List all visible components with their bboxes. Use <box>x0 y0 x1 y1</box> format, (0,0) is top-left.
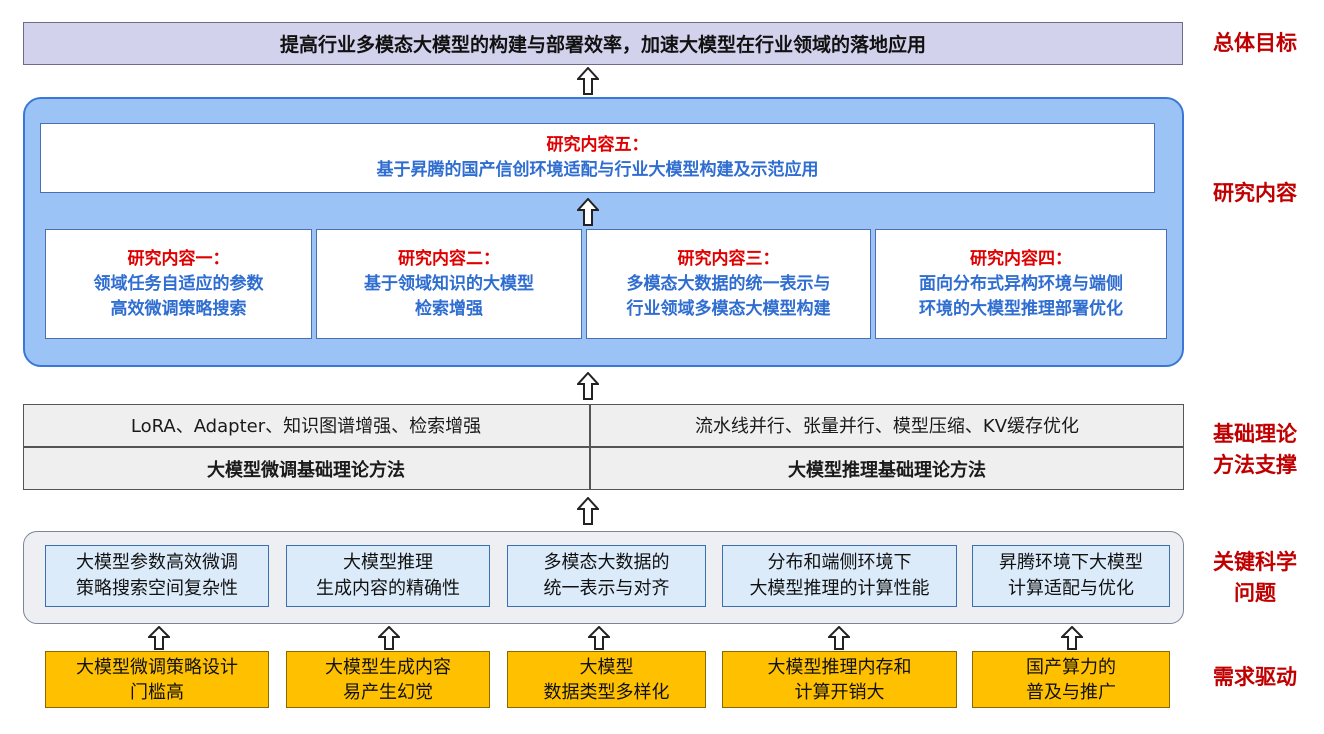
up-arrow-icon <box>577 372 599 400</box>
up-arrow-icon <box>577 198 599 226</box>
theory-right-bottom: 大模型推理基础理论方法 <box>788 459 986 481</box>
research-content-two: 研究内容二： 基于领域知识的大模型 检索增强 <box>316 229 582 339</box>
up-arrow-icon <box>148 626 170 650</box>
up-arrow-icon <box>378 626 400 650</box>
problem-item: 昇腾环境下大模型 计算适配与优化 <box>972 545 1170 607</box>
up-arrow-icon <box>1061 626 1083 650</box>
problem-item: 大模型参数高效微调 策略搜索空间复杂性 <box>45 545 269 607</box>
side-label-demand: 需求驱动 <box>1213 664 1297 689</box>
research-content-four: 研究内容四： 面向分布式异构环境与端侧 环境的大模型推理部署优化 <box>875 229 1167 339</box>
demand-item: 大模型 数据类型多样化 <box>507 651 706 708</box>
problem-item: 大模型推理 生成内容的精确性 <box>286 545 490 607</box>
problem-item: 分布和端侧环境下 大模型推理的计算性能 <box>722 545 957 607</box>
content-five-title: 研究内容五： <box>546 135 649 155</box>
up-arrow-icon <box>828 626 850 650</box>
theory-left-top: LoRA、Adapter、知识图谱增强、检索增强 <box>130 416 482 437</box>
goal-box: 提高行业多模态大模型的构建与部署效率，加速大模型在行业领域的落地应用 <box>23 22 1183 65</box>
side-label-research: 研究内容 <box>1213 180 1297 205</box>
theory-left-bottom: 大模型微调基础理论方法 <box>207 459 405 481</box>
up-arrow-icon <box>577 497 599 525</box>
demand-item: 国产算力的 普及与推广 <box>972 651 1170 708</box>
research-content-three: 研究内容三： 多模态大数据的统一表示与 行业领域多模态大模型构建 <box>586 229 871 339</box>
up-arrow-icon <box>577 67 599 95</box>
research-content-one: 研究内容一： 领域任务自适应的参数 高效微调策略搜索 <box>45 229 312 339</box>
side-label-problems: 关键科学 问题 <box>1213 550 1297 605</box>
side-label-theory: 基础理论 方法支撑 <box>1213 422 1297 477</box>
demand-item: 大模型生成内容 易产生幻觉 <box>286 651 490 708</box>
theory-right-top: 流水线并行、张量并行、模型压缩、KV缓存优化 <box>694 416 1080 437</box>
up-arrow-icon <box>588 626 610 650</box>
content-five-body: 基于昇腾的国产信创环境适配与行业大模型构建及示范应用 <box>376 160 819 180</box>
side-label-goal: 总体目标 <box>1213 31 1297 55</box>
theory-divider-h <box>23 446 1184 448</box>
theory-divider-v <box>589 404 591 490</box>
demand-item: 大模型推理内存和 计算开销大 <box>722 651 957 708</box>
goal-text: 提高行业多模态大模型的构建与部署效率，加速大模型在行业领域的落地应用 <box>279 34 926 56</box>
problem-item: 多模态大数据的 统一表示与对齐 <box>507 545 706 607</box>
demand-item: 大模型微调策略设计 门槛高 <box>45 651 269 708</box>
research-content-five: 研究内容五： 基于昇腾的国产信创环境适配与行业大模型构建及示范应用 <box>40 123 1155 193</box>
